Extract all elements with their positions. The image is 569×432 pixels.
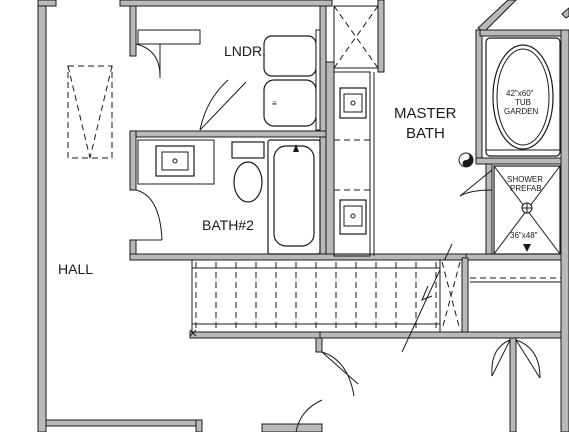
top-laundry-wall: [119, 0, 333, 7]
landing-rail: [470, 277, 561, 283]
master-bath-label-line1: MASTER: [394, 105, 457, 122]
bottom-left-wall: [45, 419, 197, 427]
hall-label: HALL: [58, 261, 93, 277]
laundry-closet: [135, 29, 247, 131]
tub-left-wall: [475, 29, 483, 165]
top-left-wall: [37, 0, 57, 7]
bottom-left-post: [195, 419, 203, 432]
top-right-diagonal-wall: [477, 0, 517, 33]
svg-text:≡: ≡: [272, 99, 277, 108]
right-corner-wall: [561, 7, 569, 19]
master-vanity-wall: [325, 61, 335, 259]
right-lower-wall: [509, 337, 517, 432]
shower-label-line1: SHOWER: [507, 175, 543, 184]
stair-landing-wall: [189, 331, 321, 339]
laundry-left-wall: [129, 5, 137, 57]
bath-bottom-wall: [129, 253, 471, 261]
tub-shower-wall: [475, 157, 569, 165]
yin-yang-icon: [458, 152, 474, 168]
bath2-right-wall: [319, 136, 327, 259]
lower-doors: [295, 339, 541, 432]
shower-label-line2: PREFAB: [510, 184, 542, 193]
room-labels: HALL LNDR. BATH#2 MASTER BATH 42"x60" TU…: [58, 43, 543, 277]
staircase: [189, 243, 463, 353]
tub-top-wall: [479, 29, 569, 37]
right-exterior-wall: [560, 29, 569, 432]
linen-closet: [333, 5, 379, 69]
master-vanity: [333, 71, 375, 257]
stair-right-wall: [461, 257, 469, 337]
tub-style-label: GARDEN: [504, 107, 538, 116]
laundry-label: LNDR.: [224, 43, 266, 59]
washer-dryer: ≡: [263, 29, 321, 131]
toilet-tank-icon: [231, 141, 265, 159]
garden-tub: [485, 37, 561, 157]
toilet-bowl-icon: [233, 161, 263, 203]
tub-size-label: 42"x60": [506, 89, 534, 98]
lower-door-jamb: [315, 337, 323, 353]
bottom-middle-wall: [261, 423, 323, 432]
master-bath-label-line2: BATH: [406, 125, 445, 142]
tub-type-label: TUB: [515, 98, 531, 107]
shower-bottom-wall: [465, 253, 562, 261]
shower-left-wall: [485, 163, 493, 259]
left-exterior-wall: [37, 0, 47, 432]
shower-size-label: 36"x48": [510, 231, 538, 240]
lower-right-wall: [315, 331, 562, 339]
master-upper-wall: [377, 0, 385, 73]
bath2-fixtures: [135, 139, 321, 255]
washer-icon: [263, 35, 317, 77]
laundry-bath-wall: [129, 130, 327, 138]
bath2-label: BATH#2: [202, 217, 254, 233]
hall-skylight: [67, 65, 113, 159]
laundry-right-wall: [319, 5, 327, 135]
bath2-left-wall-upper: [129, 130, 137, 191]
shower-stall: [459, 165, 561, 255]
